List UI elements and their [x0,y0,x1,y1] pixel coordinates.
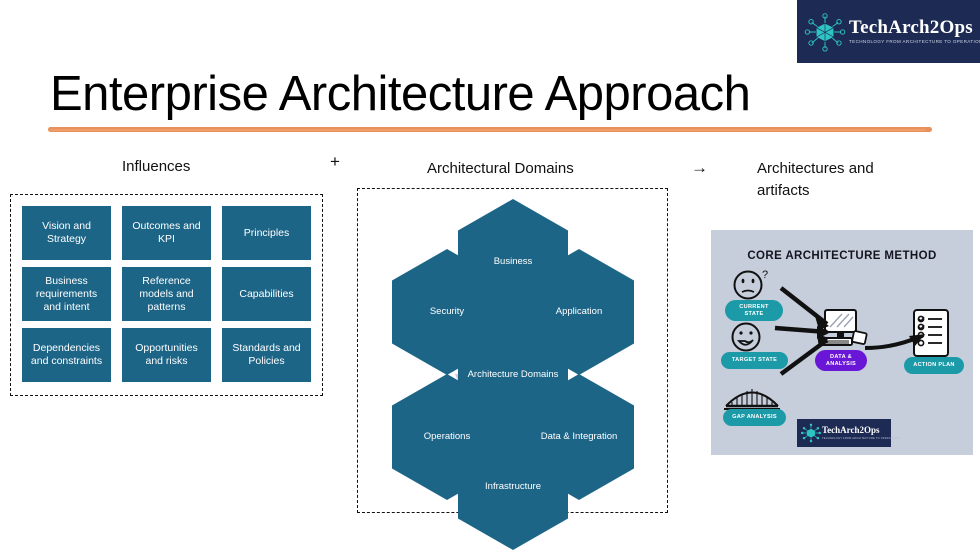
influence-item[interactable]: Vision and Strategy [22,206,111,260]
converging-arrows-icon [774,286,831,376]
pill-action-plan[interactable]: ACTION PLAN [904,357,964,374]
right-arrow-icon: → [691,158,708,177]
influence-item[interactable]: Opportunities and risks [122,328,211,382]
influence-item[interactable]: Reference models and patterns [122,267,211,321]
hexagon-diagram: Business Application Data & Integration … [357,188,668,550]
section-label-artifacts: Architectures and artifacts [757,160,874,199]
network-cube-icon [800,423,822,443]
influence-item[interactable]: Principles [222,206,311,260]
panel-brand-logo: TechArch2Ops TECHNOLOGY FROM ARCHITECTUR… [797,419,899,447]
right-arrow-icon [864,334,925,350]
section-label-domains: Architectural Domains [427,160,574,177]
influence-item[interactable]: Standards and Policies [222,328,311,382]
confused-face-icon: ? [733,269,768,300]
pill-current-state[interactable]: CURRENT STATE [725,300,783,321]
checklist-icon [913,309,949,357]
pill-data-analysis[interactable]: DATA & ANALYSIS [815,350,867,371]
brand-logo-badge: TechArch2Ops TECHNOLOGY FROM ARCHITECTUR… [797,0,980,63]
influence-item[interactable]: Business requirements and intent [22,267,111,321]
bridge-icon [724,389,780,410]
influences-grid: Vision and Strategy Outcomes and KPI Pri… [22,206,311,384]
method-panel-title: CORE ARCHITECTURE METHOD [747,250,937,262]
influence-item[interactable]: Dependencies and constraints [22,328,111,382]
influence-item[interactable]: Outcomes and KPI [122,206,211,260]
section-label-influences: Influences [122,158,191,175]
pill-gap-analysis[interactable]: GAP ANALYSIS [723,409,786,426]
page-title: Enterprise Architecture Approach [50,67,751,121]
influence-item[interactable]: Capabilities [222,267,311,321]
panel-brand-name: TechArch2Ops [822,425,880,436]
brand-tagline: TECHNOLOGY FROM ARCHITECTURE TO OPERATIO… [849,39,980,45]
svg-text:?: ? [762,269,768,281]
plus-symbol: + [330,152,340,171]
brand-name: TechArch2Ops [849,17,973,39]
brand-logo-text: TechArch2Ops TECHNOLOGY FROM ARCHITECTUR… [849,18,980,45]
panel-brand-tagline: TECHNOLOGY FROM ARCHITECTURE TO OPERATIO… [822,436,900,440]
pill-target-state[interactable]: TARGET STATE [721,352,788,369]
title-divider-rule [48,127,932,132]
panel-brand-text: TechArch2Ops TECHNOLOGY FROM ARCHITECTUR… [822,426,900,440]
hex-operations[interactable]: Operations [392,374,502,500]
network-cube-icon [804,12,846,52]
core-architecture-method-panel: CORE ARCHITECTURE METHOD ? [711,230,973,455]
happy-face-icon [731,322,761,352]
